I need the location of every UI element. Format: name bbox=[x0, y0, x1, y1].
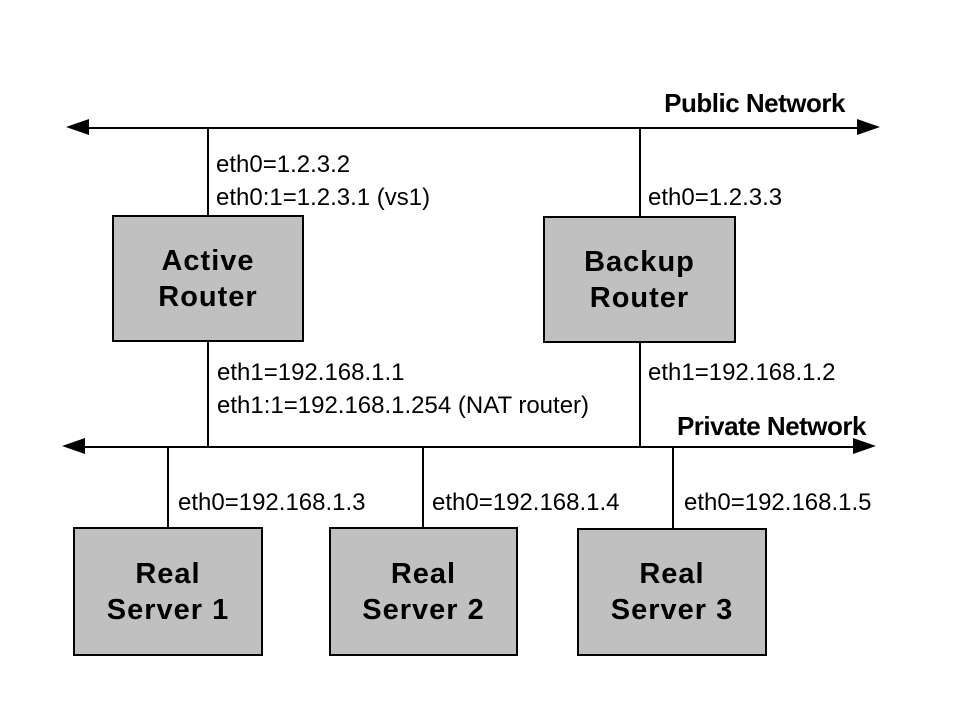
private-network-line bbox=[76, 446, 862, 448]
server1-link-line bbox=[167, 447, 169, 528]
active-router-private-link-line bbox=[207, 342, 209, 447]
active-router-name-line1: Active bbox=[161, 244, 255, 277]
server2-name-line1: Real bbox=[390, 557, 457, 590]
server1-name-line2: Server 1 bbox=[106, 593, 230, 626]
backup-router-eth1-label: eth1=192.168.1.2 bbox=[648, 359, 836, 386]
server2-box: Real Server 2 bbox=[329, 527, 518, 656]
backup-router-private-link-line bbox=[639, 343, 641, 447]
server1-eth0-label: eth0=192.168.1.3 bbox=[178, 489, 366, 516]
active-router-eth1-label: eth1=192.168.1.1 bbox=[217, 359, 405, 386]
server3-link-line bbox=[672, 447, 674, 529]
active-router-name-line2: Router bbox=[158, 280, 258, 313]
server3-name-line2: Server 3 bbox=[610, 594, 734, 626]
active-router-box: Active Router bbox=[112, 215, 304, 342]
active-router-public-link-line bbox=[207, 128, 209, 216]
active-router-eth0-alias-label: eth0:1=1.2.3.1 (vs1) bbox=[216, 184, 431, 211]
server3-name-line1: Real bbox=[639, 558, 705, 590]
public-network-label: Public Network bbox=[664, 88, 845, 118]
server3-box: Real Server 3 bbox=[577, 528, 767, 656]
backup-router-name-line2: Router bbox=[589, 281, 690, 314]
active-router-eth1-alias-label: eth1:1=192.168.1.254 (NAT router) bbox=[217, 392, 590, 419]
server2-link-line bbox=[422, 447, 424, 528]
backup-router-public-link-line bbox=[639, 128, 641, 217]
server3-eth0-label: eth0=192.168.1.5 bbox=[684, 489, 872, 516]
server2-name-line2: Server 2 bbox=[362, 593, 485, 626]
backup-router-eth0-label: eth0=1.2.3.3 bbox=[648, 184, 783, 211]
public-network-line bbox=[80, 127, 868, 129]
arrow-left-icon bbox=[66, 119, 89, 135]
backup-router-box: Backup Router bbox=[543, 216, 736, 343]
arrow-right-icon bbox=[857, 119, 880, 135]
active-router-eth0-label: eth0=1.2.3.2 bbox=[216, 151, 351, 178]
private-network-label: Private Network bbox=[676, 411, 867, 441]
backup-router-name-line1: Backup bbox=[584, 245, 695, 278]
arrow-right-icon bbox=[853, 438, 876, 454]
server2-eth0-label: eth0=192.168.1.4 bbox=[432, 489, 620, 516]
server1-name-line1: Real bbox=[135, 557, 201, 590]
server1-box: Real Server 1 bbox=[73, 527, 263, 656]
arrow-left-icon bbox=[62, 438, 85, 454]
